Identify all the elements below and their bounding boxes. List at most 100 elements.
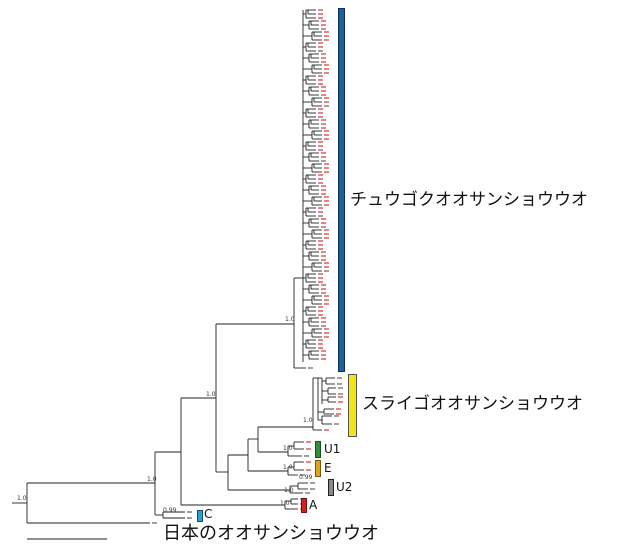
tip-label: [324, 163, 329, 165]
tip-label: [324, 262, 329, 264]
tip-label: [324, 229, 329, 231]
tip-label: [310, 482, 315, 484]
tip-label: [318, 343, 323, 345]
chinese-clade-label: チュウゴクオオサンショウウオ: [350, 190, 588, 210]
tip-label: [321, 86, 326, 88]
tip-label: [321, 185, 326, 187]
tip-label: [318, 17, 323, 19]
tip-label: [318, 178, 323, 180]
tip-label: [306, 461, 311, 463]
u2-clade-label: U2: [336, 480, 353, 494]
tip-label: [318, 116, 323, 118]
tip-label: [318, 145, 323, 147]
tip-label: [324, 237, 329, 239]
tip-label: [321, 189, 326, 191]
tip-label: [308, 367, 313, 369]
tip-label: [321, 94, 326, 96]
tip-label: [324, 266, 329, 268]
tip-label: [324, 299, 329, 301]
tip-label: [321, 255, 326, 257]
tip-label: [321, 61, 326, 63]
tip-label: [318, 281, 323, 283]
tip-label: [334, 423, 339, 425]
tip-label: [318, 108, 323, 110]
tip-label: [318, 215, 323, 217]
tip-label: [324, 138, 329, 140]
tip-label: [338, 393, 343, 395]
tip-label: [152, 522, 157, 524]
tip-label: [318, 211, 323, 213]
tip-label: [300, 474, 305, 476]
tip-label: [318, 42, 323, 44]
support-u2: 1.0: [284, 487, 294, 494]
tip-label: [324, 101, 329, 103]
tip-label: [321, 90, 326, 92]
tip-label: [336, 408, 341, 410]
tip-label: [305, 492, 310, 494]
tip-label: [324, 97, 329, 99]
tip-label: [318, 9, 323, 11]
tip-label: [318, 310, 323, 312]
tip-label: [324, 68, 329, 70]
japanese-clade-label: 日本のオオサンショウウオ: [163, 523, 379, 544]
suraigo-clade-bar: [348, 374, 357, 437]
tip-label: [324, 429, 329, 431]
support-node3: 1.0: [206, 391, 216, 398]
support-root: 1.0: [17, 495, 27, 502]
tip-label: [318, 244, 323, 246]
tip-label: [338, 387, 343, 389]
tip-label: [324, 130, 329, 132]
tip-label: [324, 39, 329, 41]
tip-label: [321, 57, 326, 59]
tip-label: [321, 325, 326, 327]
tip-label: [324, 295, 329, 297]
tip-label: [321, 259, 326, 261]
tip-label: [318, 240, 323, 242]
tip-label: [324, 105, 329, 107]
tip-label: [338, 401, 343, 403]
tip-label: [321, 152, 326, 154]
suraigo-clade-label: スライゴオオサンショウウオ: [362, 394, 583, 414]
tip-label: [318, 13, 323, 15]
e-clade-bar: [315, 460, 321, 477]
tip-label: [318, 75, 323, 77]
tip-label: [321, 226, 326, 228]
u1-clade-label: U1: [324, 442, 341, 456]
tip-label: [324, 303, 329, 305]
support-u1: 1.0: [283, 445, 293, 452]
c-clade-label: C: [204, 507, 213, 521]
tip-label: [337, 383, 342, 385]
support-suraigo: 1.0: [303, 417, 313, 424]
tip-label: [304, 455, 309, 457]
tip-label: [187, 511, 192, 513]
chinese-clade-bar: [338, 8, 345, 372]
tip-label: [318, 207, 323, 209]
tip-label: [318, 182, 323, 184]
tip-label: [324, 171, 329, 173]
tip-label: [324, 35, 329, 37]
tip-label: [338, 396, 343, 398]
tip-label: [324, 64, 329, 66]
tip-label: [321, 358, 326, 360]
tip-label: [318, 83, 323, 85]
tip-label: [324, 31, 329, 33]
tip-label: [318, 174, 323, 176]
tip-label: [321, 24, 326, 26]
tip-label: [321, 354, 326, 356]
tip-label: [318, 112, 323, 114]
a-clade-bar: [301, 498, 307, 513]
tip-label: [306, 441, 311, 443]
tip-label: [324, 200, 329, 202]
tip-label: [336, 413, 341, 415]
tip-label: [321, 222, 326, 224]
support-e: 1.0: [283, 464, 293, 471]
tip-label: [318, 273, 323, 275]
tip-label: [306, 469, 311, 471]
c-clade-bar: [197, 510, 203, 522]
tip-label: [321, 123, 326, 125]
tip-label: [324, 233, 329, 235]
tip-label: [321, 156, 326, 158]
tip-label: [321, 218, 326, 220]
tip-label: [318, 50, 323, 52]
